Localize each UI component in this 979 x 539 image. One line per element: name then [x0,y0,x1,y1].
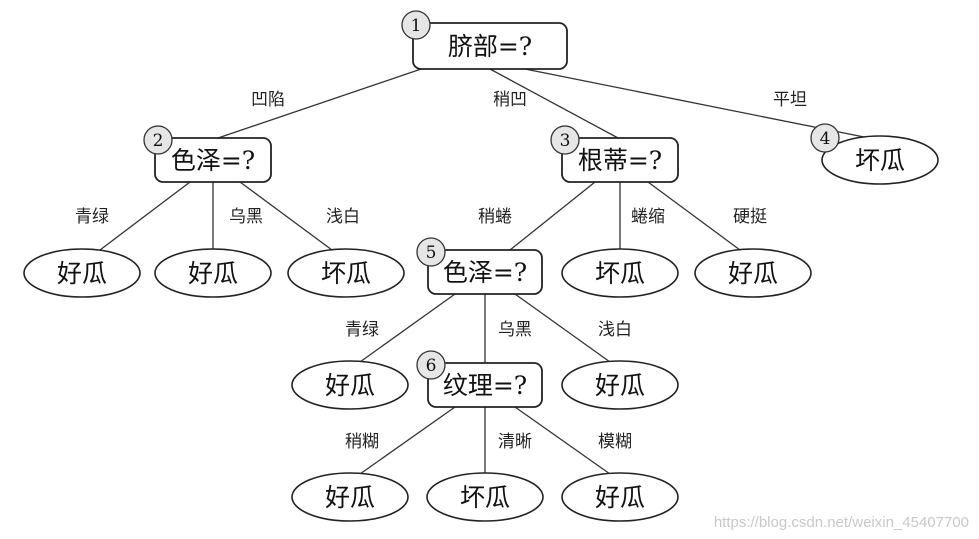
step-badge-number: 2 [153,131,164,151]
node-text: 色泽=? [171,146,255,175]
edge-label: 乌黑 [498,320,532,340]
leaf-node: 坏瓜 [561,248,679,298]
step-badge-number: 1 [411,16,422,36]
step-badge [416,237,446,267]
node-text: 好瓜 [728,259,778,288]
edge-line [217,65,431,139]
node-text: 纹理=? [443,371,527,400]
decision-node: 色泽=? 2 [143,125,272,183]
leaf-node: 好瓜 [23,248,141,298]
leaf-ellipse [287,248,405,298]
node-text: 坏瓜 [595,259,645,288]
leaf-ellipse [561,360,679,410]
edge-label: 乌黑 [229,207,263,227]
leaf-ellipse [291,360,409,410]
edge-line [359,293,456,363]
node-text: 好瓜 [325,371,375,400]
edge-label: 凹陷 [251,90,285,110]
leaf-node: 坏瓜 4 [810,123,939,185]
leaf-node: 好瓜 [561,472,679,522]
decision-node: 纹理=? 6 [416,350,543,408]
edge-line [489,68,619,139]
node-text: 脐部=? [448,32,532,61]
edge-label: 硬挺 [733,207,767,227]
edge-line [239,181,333,251]
edge-label: 清晰 [498,432,532,452]
edge-label: 浅白 [598,320,632,340]
leaf-node: 坏瓜 [287,248,405,298]
step-badge-number: 4 [820,129,831,149]
edge-label: 稍糊 [345,432,379,452]
decision-box [427,249,543,295]
node-text: 根蒂=? [578,146,662,175]
decision-box [427,362,543,408]
edge-line [647,181,741,251]
leaf-ellipse [426,472,544,522]
node-text: 好瓜 [57,259,107,288]
step-badge [810,123,840,153]
node-text: 坏瓜 [321,259,371,288]
leaf-node: 好瓜 [291,360,409,410]
decision-node: 脐部=? 1 [401,10,568,70]
watermark: https://blog.csdn.net/weixin_45407700 [713,514,969,531]
edge-label: 青绿 [345,320,379,340]
leaf-ellipse [291,472,409,522]
leaf-node: 好瓜 [291,472,409,522]
step-badge-number: 5 [426,243,437,263]
leaf-ellipse [154,248,272,298]
edge-label: 稍凹 [493,90,527,110]
edge-label: 稍蜷 [478,207,512,227]
edge-label: 青绿 [75,207,109,227]
step-badge-number: 6 [426,356,437,376]
node-text: 好瓜 [595,371,645,400]
leaf-node: 好瓜 [561,360,679,410]
edge-line [514,406,611,475]
leaf-node: 好瓜 [154,248,272,298]
leaf-ellipse [694,248,812,298]
step-badge [143,125,173,155]
decision-node: 根蒂=? 3 [550,125,679,183]
leaf-ellipse [23,248,141,298]
decision-node: 色泽=? 5 [416,237,543,295]
node-text: 好瓜 [325,483,375,512]
edge-line [514,293,611,363]
node-text: 色泽=? [443,258,527,287]
edge-line [99,181,191,251]
step-badge [416,350,446,380]
edge-label: 蜷缩 [631,207,665,227]
leaf-node: 好瓜 [694,248,812,298]
edge-line [359,406,456,475]
edge-label: 模糊 [598,432,632,452]
node-text: 坏瓜 [460,483,510,512]
decision-box [561,137,679,183]
leaf-ellipse [561,472,679,522]
node-text: 好瓜 [595,483,645,512]
leaf-ellipse [561,248,679,298]
edge-line [509,181,596,251]
node-text: 好瓜 [188,259,238,288]
step-badge [401,10,431,40]
decision-box [412,22,568,70]
edge-label: 平坦 [773,90,807,110]
decision-box [154,137,272,183]
leaf-node: 坏瓜 [426,472,544,522]
edge-label: 浅白 [326,207,360,227]
node-text: 坏瓜 [855,146,905,175]
edge-line [524,68,865,138]
leaf-ellipse [821,135,939,185]
step-badge-number: 3 [560,131,571,151]
step-badge [550,125,580,155]
